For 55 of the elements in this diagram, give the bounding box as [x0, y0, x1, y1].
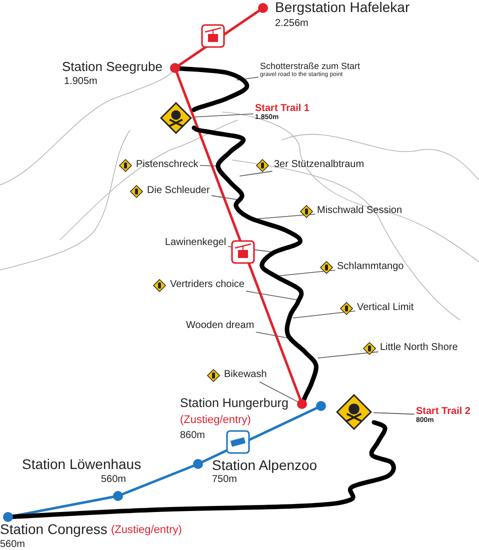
cable-line — [121, 464, 195, 496]
station-dot — [170, 63, 180, 73]
elevation-label: 750m — [212, 474, 238, 485]
cable-line — [201, 406, 318, 464]
station-name: Station Löwenhaus — [22, 457, 142, 472]
callout-label: Start Trail 2 — [416, 406, 470, 417]
station-name: Station Congress — [0, 522, 108, 538]
leader-line — [259, 382, 298, 402]
station-name: Bergstation Hafelekar — [275, 0, 410, 16]
trail-name-label: Pistenschreck — [136, 159, 198, 170]
trail-name-label: Vertriders choice — [170, 279, 244, 290]
station-dot — [193, 459, 203, 469]
trail-name-label: Little North Shore — [380, 342, 458, 353]
elevation-label: 860m — [180, 430, 206, 441]
trail-path — [192, 126, 318, 402]
entry-note: (Zustieg/entry) — [180, 414, 251, 426]
trail-name-label: Die Schleuder — [147, 185, 210, 196]
elevation-label: 2.256m — [275, 18, 308, 29]
entry-note: (Zustieg/entry) — [111, 524, 182, 536]
leader-line — [194, 114, 254, 118]
callout-label: Schotterstraße zum Start — [260, 62, 360, 72]
elevation-label: 1.905m — [64, 76, 98, 87]
leader-line — [200, 165, 218, 166]
station-dot — [113, 491, 123, 501]
leader-line — [236, 76, 258, 80]
station-dot — [297, 399, 307, 409]
trail-name-label: 3er Stützenalbtraum — [274, 159, 364, 170]
station-dot — [258, 3, 268, 13]
station-name: Station Hungerburg — [180, 397, 288, 411]
station-dot — [3, 512, 13, 522]
cable-line — [178, 10, 260, 66]
trail-name-label: Bikewash — [224, 369, 267, 380]
trail-name-label: Vertical Limit — [357, 302, 414, 313]
elevation-label: 560m — [101, 474, 126, 485]
leader-line — [276, 270, 336, 276]
station-name: Station Seegrube — [62, 60, 162, 74]
trail-name-label: Schlammtango — [337, 261, 404, 272]
leader-line — [318, 351, 378, 358]
elevation-label: 560m — [0, 539, 26, 550]
leader-line — [256, 332, 288, 338]
leader-line — [240, 170, 272, 176]
trail-name-label: Wooden dream — [186, 320, 254, 331]
leader-line — [246, 290, 298, 300]
cable-line — [176, 71, 302, 401]
trail-path — [178, 66, 250, 112]
warning-sign — [336, 394, 372, 430]
station-name: Station Alpenzoo — [212, 458, 318, 474]
warning-sign — [160, 102, 192, 134]
leader-line — [374, 412, 414, 415]
trail-name-label: Mischwald Session — [317, 205, 402, 216]
trail-name-label: Lawinenkegel — [165, 237, 226, 248]
station-dot — [316, 401, 326, 411]
leader-line — [292, 310, 356, 318]
callout-label: Start Trail 1 — [255, 103, 310, 114]
trail-path — [10, 420, 396, 519]
